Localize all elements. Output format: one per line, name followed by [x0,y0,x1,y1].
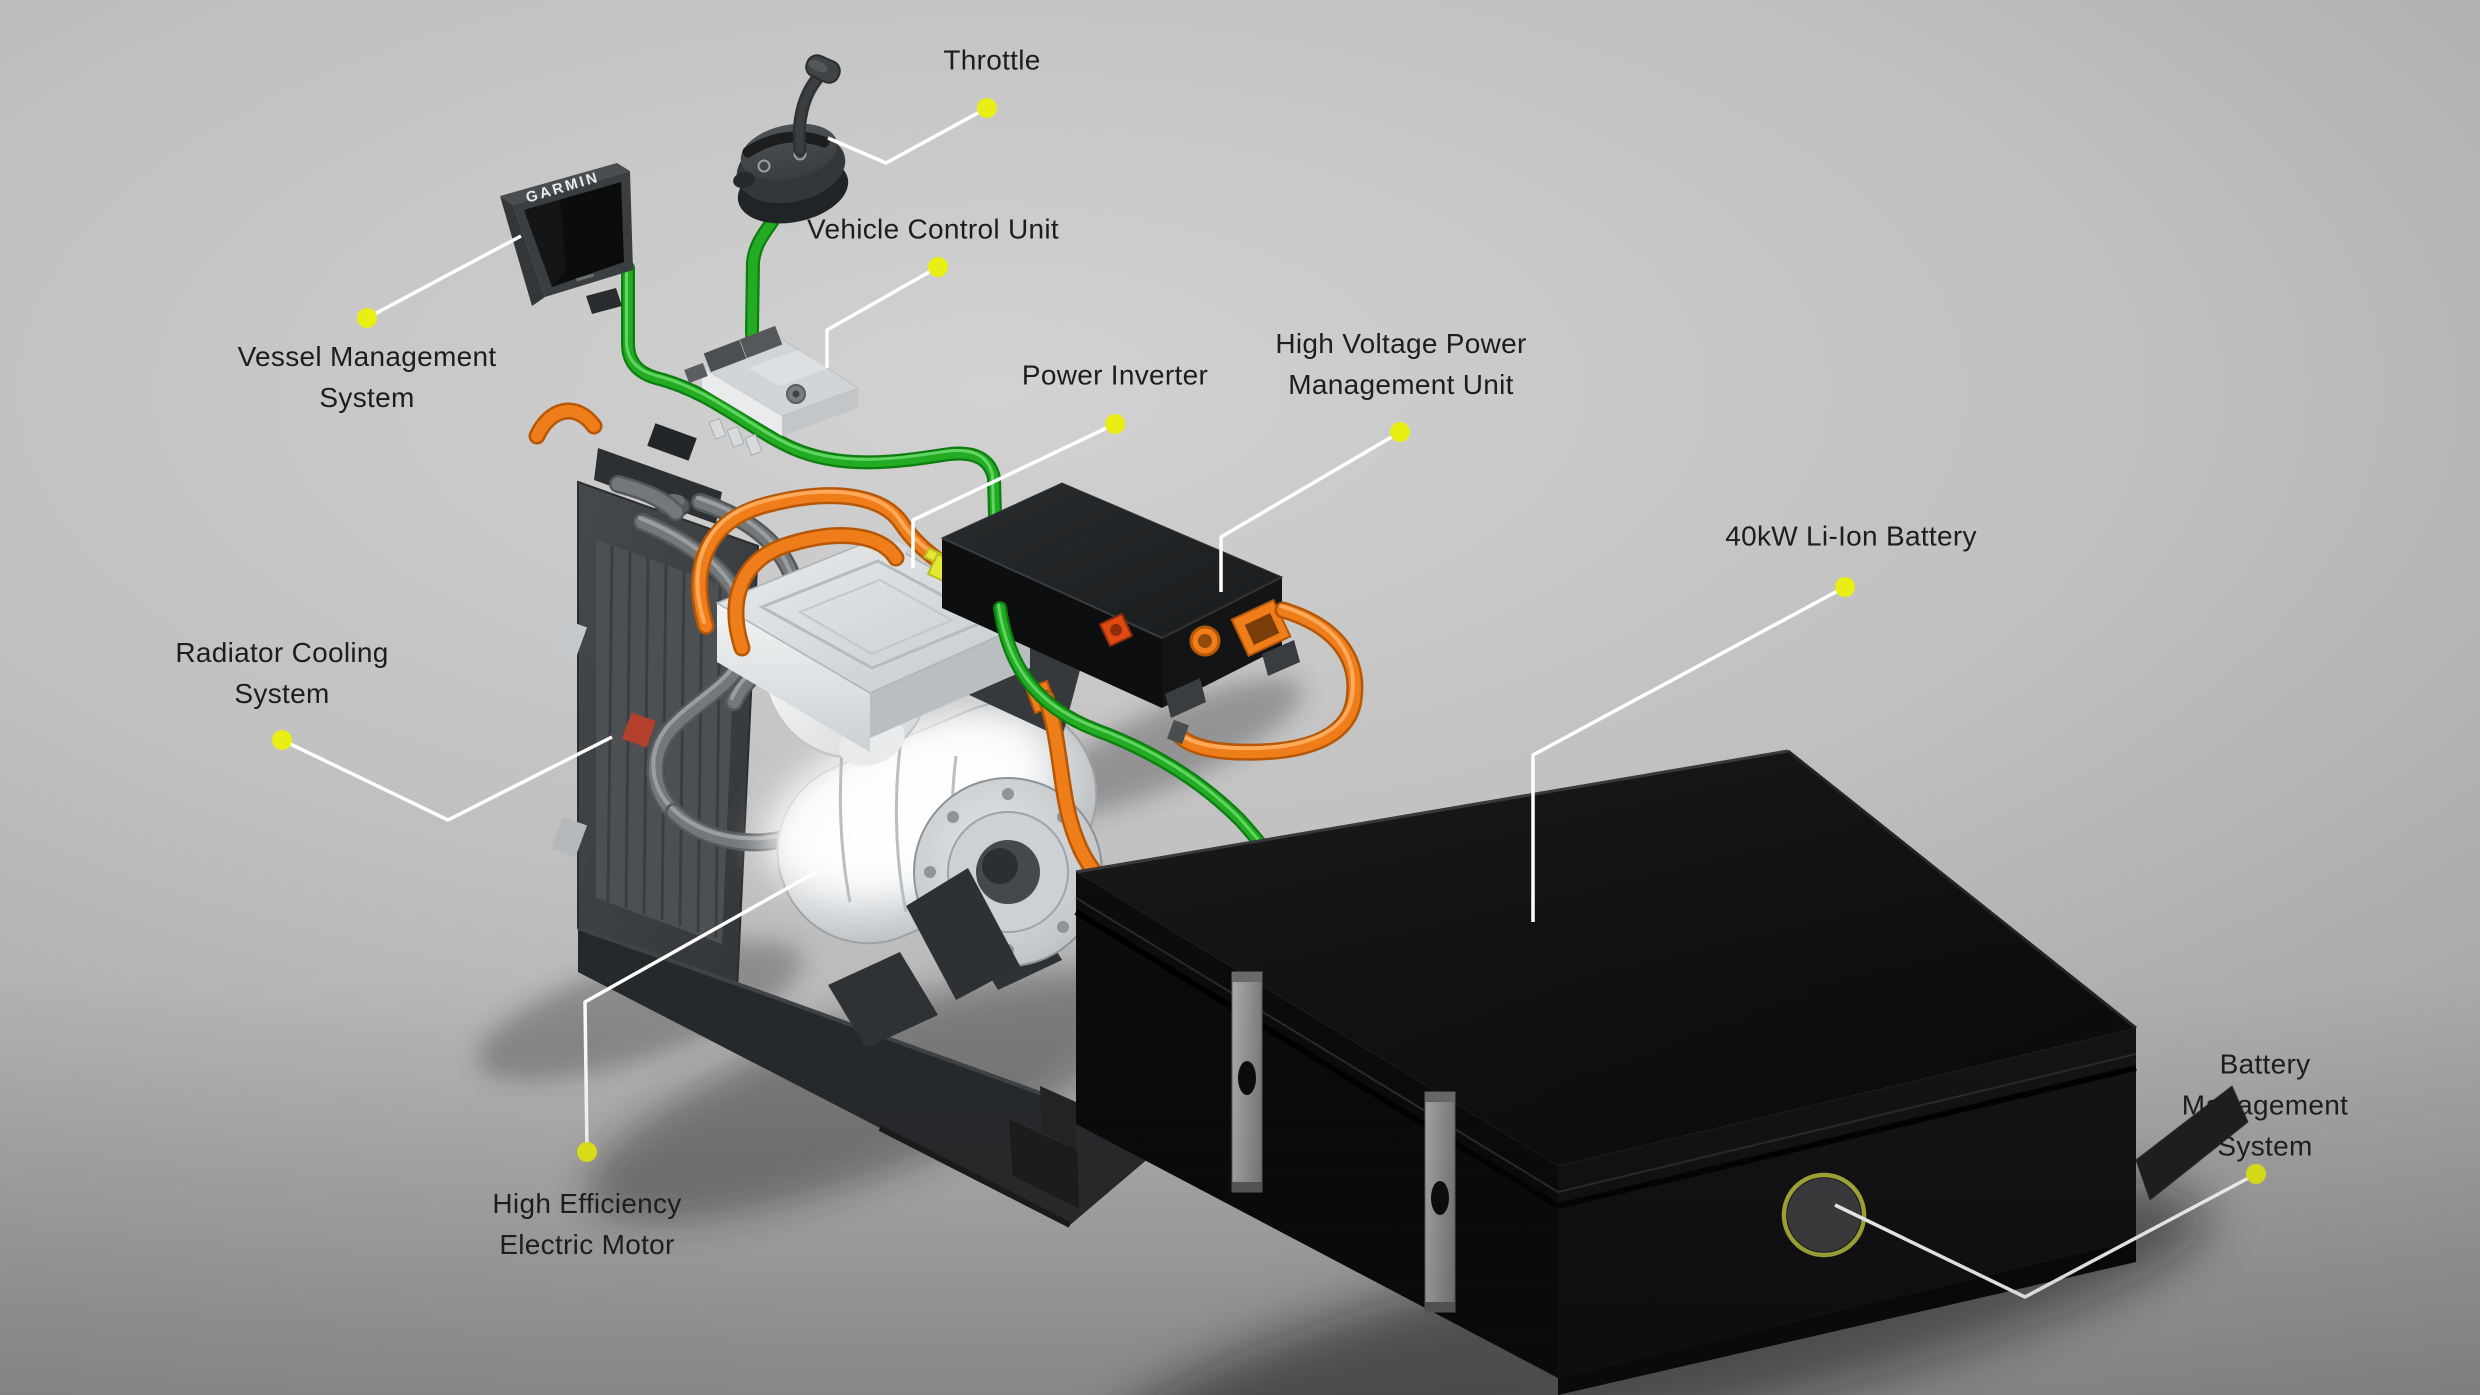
label-power-inverter: Power Inverter [1021,359,1209,391]
label-vehicle-control-unit: Vehicle Control Unit [807,213,1059,245]
radiator-tab-upper [550,618,588,660]
battery-flange-right [2135,1085,2249,1201]
vcu-pin-3 [744,433,763,456]
mount-foot-left [828,952,938,1048]
radiator-red-fitting [621,712,657,748]
label-hv-power-management-unit: High Voltage Power Management Unit [1275,328,1527,400]
label-throttle: Throttle [943,44,1041,76]
leader-line-bms [1834,1172,2257,1299]
label-battery-management-system: Battery Management System [2181,1048,2349,1162]
callout-dot-bms [2246,1164,2266,1184]
cable-clamp [1167,719,1189,745]
label-40kw-battery: 40kW Li-Ion Battery [1725,520,1977,552]
radiator-fins [606,545,722,939]
callout-dot-vms [357,308,377,328]
lower-cables [999,605,1279,936]
label-vessel-management-system: Vessel Management System [237,341,497,413]
callout-dot-radiator [272,730,292,750]
callout-dot-vcu [928,257,948,277]
vcu-front-left [702,368,782,436]
battery-pack [1007,749,2249,1395]
label-radiator-cooling-system: Radiator Cooling System [175,637,389,709]
battery-flange-left [1007,1117,1081,1211]
vcu-connector-2 [739,325,783,359]
pmu-front-left [942,538,1162,708]
leader-line-motor [583,870,817,1153]
display-top-edge [500,163,630,205]
pmu-foot-right [1262,640,1300,676]
inverter-right-face [870,622,1030,738]
leader-line-vms [366,234,522,320]
leader-line-throttle [827,106,988,165]
pmu-foot-left [1165,678,1206,718]
vcu-pin-1 [708,417,727,440]
hv-power-management-unit [940,482,1355,752]
label-electric-motor: High Efficiency Electric Motor [492,1188,682,1260]
motor-front-bracket [906,868,1020,1000]
battery-strap-1 [1231,971,1263,1193]
bms-highlight-ring [1781,1172,1867,1258]
callout-dot-throttle [977,98,997,118]
callout-dot-hvpmu [1390,422,1410,442]
vcu-front-right [782,388,858,436]
leader-line-radiator [281,735,613,822]
display-side [500,196,545,306]
callout-dot-motor [577,1142,597,1162]
leader-line-battery [1531,585,1846,922]
callout-dot-battery [1835,577,1855,597]
leader-line-vcu [825,265,939,368]
vcu-connector-1 [703,339,747,373]
throttle-lever-slot [742,131,830,158]
vcu-pin-2 [726,425,745,448]
battery-top [1076,751,2136,1166]
vehicle-control-unit [684,325,860,456]
bms-location-patch [1787,1178,1861,1252]
battery-strap-2 [1424,1091,1456,1313]
throttle-icon-left [757,159,771,173]
radiator-bracket [647,423,697,461]
inverter-front-face [717,603,870,752]
leader-line-hvpmu [1219,430,1401,592]
callout-dot-power-inverter [1105,414,1125,434]
throttle-control [733,54,849,224]
callouts [272,98,2266,1299]
leader-line-power-inverter [911,422,1116,568]
radiator-tab-lower [550,816,588,858]
display-mount [586,288,622,314]
